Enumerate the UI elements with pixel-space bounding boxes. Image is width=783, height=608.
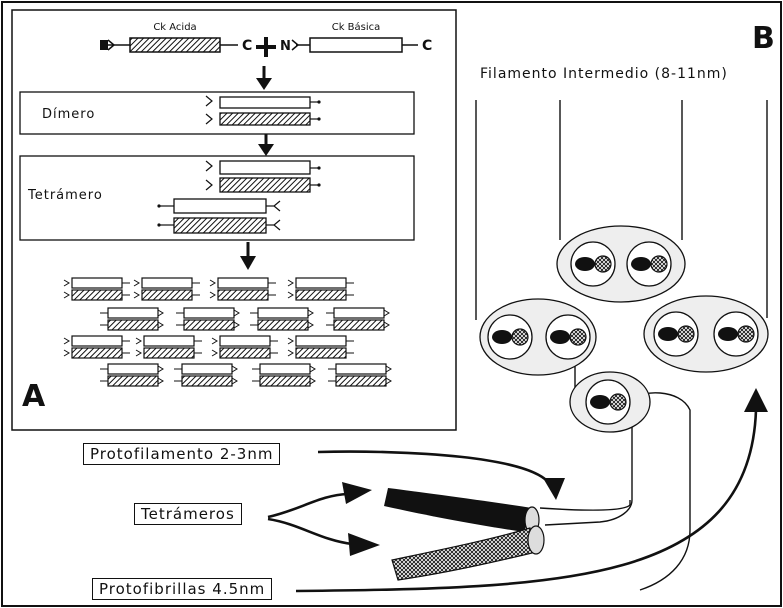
terminal-n: N — [280, 39, 291, 54]
protofibril-cell — [487, 314, 533, 360]
monomer-row: C Ck Acida N C Ck Básica — [100, 21, 432, 57]
dimero-label: Dímero — [42, 107, 95, 122]
ck-acida-label: Ck Acida — [153, 22, 196, 33]
head-block — [100, 40, 108, 50]
lattice-dimer — [209, 277, 276, 301]
lattice-dimer — [176, 307, 240, 331]
lattice-dimer — [100, 307, 164, 331]
terminal-c-right: C — [422, 38, 432, 54]
protofibril-group — [556, 225, 686, 303]
arrow-protofibrillas — [295, 409, 758, 593]
protofibril-cell — [626, 241, 672, 287]
dimero-box: Dímero — [19, 91, 415, 135]
protofibril-cell — [545, 314, 591, 360]
protofibril-group — [643, 295, 769, 373]
protofilament-black — [384, 488, 532, 532]
arrow-down-3 — [240, 242, 256, 270]
ck-basica-bar — [309, 37, 403, 53]
protofibril-cross-sections — [479, 225, 769, 433]
tetramero-box: Tetrámero — [19, 155, 415, 241]
panel-a: C Ck Acida N C Ck Básica Dímero — [11, 9, 457, 431]
tetramero-label: Tetrámero — [27, 188, 103, 203]
label-protofibrillas: Protofibrillas 4.5nm — [92, 578, 273, 600]
terminal-c-left: C — [242, 38, 252, 54]
lattice-dimer — [252, 363, 316, 387]
lattice-dimer — [211, 335, 278, 359]
lattice-dimer — [135, 335, 202, 359]
arrow-protofilamento — [317, 450, 554, 489]
plus-sign — [256, 37, 276, 57]
arrow-down-2 — [258, 134, 274, 156]
protofibril-group — [479, 298, 597, 376]
arrow-tetrameros-up — [267, 492, 349, 519]
protofibril-cell — [713, 311, 759, 357]
lattice-dimer — [328, 363, 392, 387]
lattice-dimer — [63, 277, 130, 301]
filament-title: Filamento Intermedio (8-11nm) — [480, 66, 728, 82]
protofibril-cell — [570, 241, 616, 287]
lattice-dimer — [250, 307, 314, 331]
protofibril-cell — [585, 379, 631, 425]
protofibril-cell — [653, 311, 699, 357]
lattice-dimer — [326, 307, 390, 331]
label-tetrameros: Tetrámeros — [134, 503, 242, 525]
panel-b: B Filamento Intermedio (8-11nm) — [267, 21, 775, 593]
panel-b-letter: B — [752, 21, 775, 56]
panel-a-letter: A — [22, 379, 46, 414]
lattice-dimer — [174, 363, 238, 387]
arrow-tetrameros-down — [267, 517, 353, 546]
ck-basica-label: Ck Básica — [332, 21, 381, 33]
lattice-dimer — [63, 335, 130, 359]
arrow-down-1 — [256, 66, 272, 90]
label-protofilamento: Protofilamento 2-3nm — [83, 443, 281, 465]
assembly-lattice — [63, 277, 392, 387]
ck-acida-bar — [129, 37, 221, 53]
lattice-dimer — [287, 277, 354, 301]
lattice-dimer — [287, 335, 354, 359]
protofibril-group — [569, 371, 651, 433]
lattice-dimer — [100, 363, 164, 387]
lattice-dimer — [133, 277, 200, 301]
